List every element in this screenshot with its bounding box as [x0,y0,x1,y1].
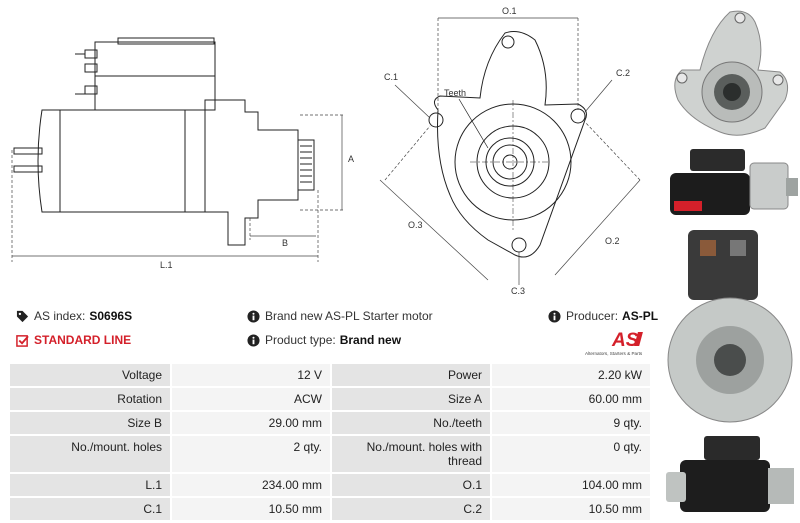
product-type: Product type: Brand new [247,333,401,347]
dim-label-B: B [282,238,288,248]
spec-value: 0 qty. [492,436,650,472]
dim-label-C3: C.3 [511,286,525,296]
description-text: Brand new AS-PL Starter motor [265,309,433,323]
checkbox-icon [16,334,29,347]
front-view-dimensions [379,17,641,285]
spec-value: 2.20 kW [492,364,650,386]
as-index-value: S0696S [89,309,133,323]
standard-line-text: STANDARD LINE [34,333,132,347]
standard-line: STANDARD LINE [16,333,131,347]
spec-label: No./mount. holes [10,436,170,472]
spec-label: Size A [332,388,490,410]
producer-label: Producer: [566,309,619,323]
side-view-dimensions [11,114,345,262]
teeth-label: Teeth [444,88,466,98]
info-icon [247,309,260,323]
as-index: AS index: S0696S [16,309,132,323]
spec-value: ACW [172,388,330,410]
front-view-drawing [428,31,587,258]
spec-value: 10.50 mm [492,498,650,520]
spec-value: 60.00 mm [492,388,650,410]
info-row-1: AS index: S0696S Brand new AS-PL Starter… [0,309,658,329]
spec-value: 12 V [172,364,330,386]
dim-label-O3: O.3 [408,220,423,230]
drawing-svg: L.1 B A [11,6,641,296]
product-type-value: Brand new [339,333,402,347]
spec-label: Voltage [10,364,170,386]
spec-value: 9 qty. [492,412,650,434]
spec-label: Size B [10,412,170,434]
dim-label-L1: L.1 [160,260,173,270]
spec-value: 104.00 mm [492,474,650,496]
dim-label-O2: O.2 [605,236,620,246]
spec-label: No./mount. holes with thread [332,436,490,472]
producer: Producer: AS-PL [548,309,658,323]
spec-value: 2 qty. [172,436,330,472]
dim-label-A: A [348,154,354,164]
side-view-drawing [13,37,315,246]
spec-label: Power [332,364,490,386]
photo-side-view-2[interactable] [660,432,800,520]
spec-label: O.1 [332,474,490,496]
product-photos [660,0,800,523]
logo-tagline: Alternators, Starters & Parts [585,351,643,356]
info-icon [247,333,260,347]
dim-label-O1: O.1 [502,6,517,16]
info-icon [548,309,561,323]
producer-value: AS-PL [622,309,659,323]
technical-drawings: L.1 B A [0,0,655,300]
spec-label: L.1 [10,474,170,496]
info-row-2: STANDARD LINE Product type: Brand new [0,333,655,353]
spec-value: 234.00 mm [172,474,330,496]
tag-icon [16,310,29,322]
as-pl-logo: AS Alternators, Starters & Parts [585,330,643,356]
product-type-label: Product type: [265,333,336,347]
spec-value: 10.50 mm [172,498,330,520]
spec-value: 29.00 mm [172,412,330,434]
photo-front-flange[interactable] [660,0,800,140]
spec-label: C.1 [10,498,170,520]
as-index-label: AS index: [34,309,86,323]
photo-side-view[interactable] [660,143,800,223]
photo-rear-view[interactable] [660,230,800,430]
logo-text: AS [611,330,639,351]
dim-label-C1: C.1 [384,72,398,82]
description: Brand new AS-PL Starter motor [247,309,433,323]
spec-label: No./teeth [332,412,490,434]
dim-label-C2: C.2 [616,68,630,78]
spec-label: C.2 [332,498,490,520]
spec-label: Rotation [10,388,170,410]
